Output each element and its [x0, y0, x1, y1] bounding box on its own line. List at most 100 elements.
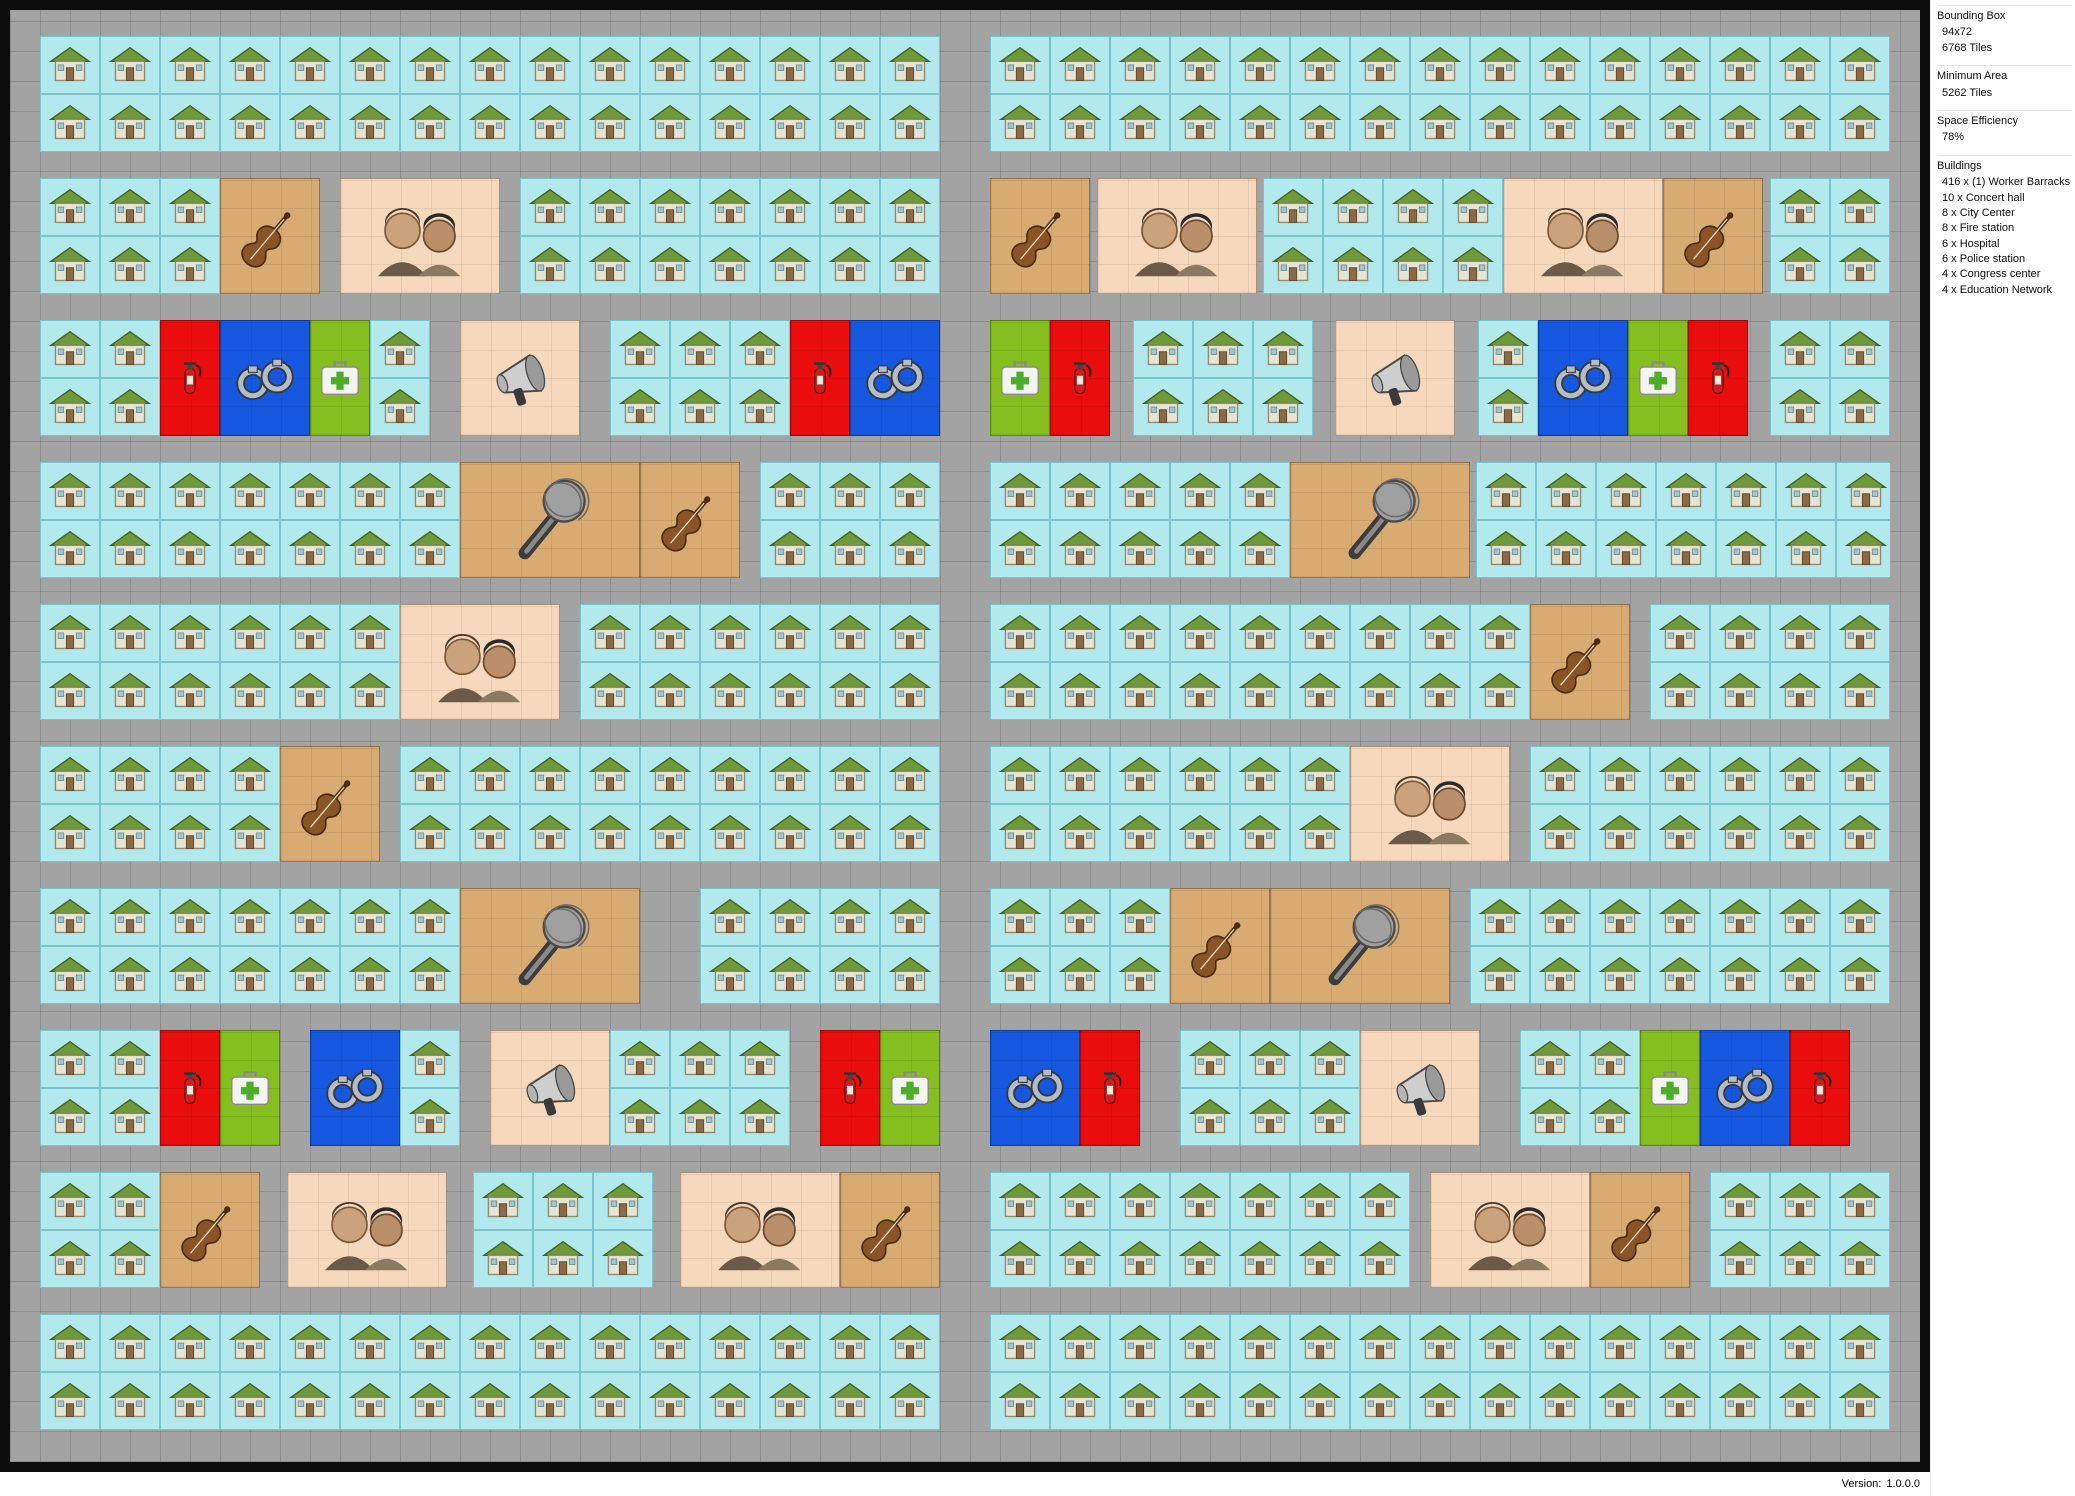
worker-barracks-tile[interactable]: [1596, 520, 1656, 578]
worker-barracks-tile[interactable]: [1590, 746, 1650, 804]
worker-barracks-tile[interactable]: [1470, 946, 1530, 1004]
worker-barracks-tile[interactable]: [1110, 1230, 1170, 1288]
worker-barracks-tile[interactable]: [100, 888, 160, 946]
worker-barracks-tile[interactable]: [1110, 1172, 1170, 1230]
worker-barracks-tile[interactable]: [640, 804, 700, 862]
worker-barracks-tile[interactable]: [100, 1172, 160, 1230]
worker-barracks-tile[interactable]: [1050, 1314, 1110, 1372]
worker-barracks-tile[interactable]: [460, 804, 520, 862]
concert-hall-building[interactable]: [1590, 1172, 1690, 1288]
worker-barracks-tile[interactable]: [1650, 746, 1710, 804]
worker-barracks-tile[interactable]: [640, 746, 700, 804]
police-station-building[interactable]: [850, 320, 940, 436]
worker-barracks-tile[interactable]: [1650, 946, 1710, 1004]
worker-barracks-tile[interactable]: [1830, 604, 1890, 662]
worker-barracks-tile[interactable]: [1770, 178, 1831, 236]
worker-barracks-tile[interactable]: [1716, 520, 1776, 578]
worker-barracks-tile[interactable]: [1710, 1230, 1770, 1288]
concert-hall-building[interactable]: [840, 1172, 940, 1288]
worker-barracks-tile[interactable]: [990, 662, 1050, 720]
worker-barracks-tile[interactable]: [730, 320, 790, 378]
worker-barracks-tile[interactable]: [370, 320, 430, 378]
worker-barracks-tile[interactable]: [1710, 36, 1770, 94]
worker-barracks-tile[interactable]: [1470, 1372, 1530, 1430]
worker-barracks-tile[interactable]: [1830, 946, 1890, 1004]
worker-barracks-tile[interactable]: [880, 36, 940, 94]
worker-barracks-tile[interactable]: [1170, 36, 1230, 94]
worker-barracks-tile[interactable]: [40, 1230, 100, 1288]
worker-barracks-tile[interactable]: [1300, 1030, 1360, 1088]
worker-barracks-tile[interactable]: [100, 746, 160, 804]
worker-barracks-tile[interactable]: [820, 236, 880, 294]
worker-barracks-tile[interactable]: [1770, 662, 1830, 720]
concert-hall-building[interactable]: [640, 462, 740, 578]
fire-station-building[interactable]: [160, 1030, 220, 1146]
worker-barracks-tile[interactable]: [1650, 662, 1710, 720]
worker-barracks-tile[interactable]: [220, 520, 280, 578]
worker-barracks-tile[interactable]: [460, 1372, 520, 1430]
worker-barracks-tile[interactable]: [1536, 462, 1596, 520]
worker-barracks-tile[interactable]: [760, 1372, 820, 1430]
worker-barracks-tile[interactable]: [100, 604, 160, 662]
worker-barracks-tile[interactable]: [1110, 36, 1170, 94]
worker-barracks-tile[interactable]: [100, 320, 160, 378]
worker-barracks-tile[interactable]: [580, 604, 640, 662]
worker-barracks-tile[interactable]: [1170, 804, 1230, 862]
worker-barracks-tile[interactable]: [100, 1314, 160, 1372]
worker-barracks-tile[interactable]: [1170, 1372, 1230, 1430]
worker-barracks-tile[interactable]: [1770, 378, 1830, 436]
worker-barracks-tile[interactable]: [1170, 1172, 1230, 1230]
worker-barracks-tile[interactable]: [1410, 662, 1470, 720]
worker-barracks-tile[interactable]: [1830, 236, 1890, 294]
worker-barracks-tile[interactable]: [100, 520, 160, 578]
worker-barracks-tile[interactable]: [1710, 1314, 1770, 1372]
worker-barracks-tile[interactable]: [1710, 604, 1770, 662]
worker-barracks-tile[interactable]: [100, 178, 160, 236]
worker-barracks-tile[interactable]: [1300, 1088, 1360, 1146]
worker-barracks-tile[interactable]: [40, 662, 100, 720]
worker-barracks-tile[interactable]: [990, 604, 1050, 662]
worker-barracks-tile[interactable]: [990, 946, 1050, 1004]
worker-barracks-tile[interactable]: [700, 804, 760, 862]
concert-hall-building[interactable]: [1530, 604, 1630, 720]
worker-barracks-tile[interactable]: [1110, 604, 1170, 662]
worker-barracks-tile[interactable]: [1410, 94, 1470, 152]
worker-barracks-tile[interactable]: [1230, 1314, 1290, 1372]
worker-barracks-tile[interactable]: [990, 804, 1050, 862]
worker-barracks-tile[interactable]: [1350, 662, 1410, 720]
worker-barracks-tile[interactable]: [990, 746, 1050, 804]
worker-barracks-tile[interactable]: [160, 888, 220, 946]
worker-barracks-tile[interactable]: [160, 1314, 220, 1372]
congress-center-building[interactable]: [1335, 320, 1455, 436]
worker-barracks-tile[interactable]: [1110, 662, 1170, 720]
congress-center-building[interactable]: [460, 320, 580, 436]
worker-barracks-tile[interactable]: [1830, 1314, 1890, 1372]
worker-barracks-tile[interactable]: [1443, 178, 1504, 236]
worker-barracks-tile[interactable]: [640, 94, 700, 152]
worker-barracks-tile[interactable]: [820, 946, 880, 1004]
worker-barracks-tile[interactable]: [1110, 746, 1170, 804]
worker-barracks-tile[interactable]: [160, 520, 220, 578]
worker-barracks-tile[interactable]: [280, 1314, 340, 1372]
worker-barracks-tile[interactable]: [520, 1314, 580, 1372]
city-center-building[interactable]: [1503, 178, 1664, 294]
worker-barracks-tile[interactable]: [1470, 662, 1530, 720]
worker-barracks-tile[interactable]: [1470, 94, 1530, 152]
worker-barracks-tile[interactable]: [1110, 94, 1170, 152]
worker-barracks-tile[interactable]: [220, 94, 280, 152]
worker-barracks-tile[interactable]: [100, 462, 160, 520]
worker-barracks-tile[interactable]: [880, 520, 940, 578]
worker-barracks-tile[interactable]: [100, 1230, 160, 1288]
worker-barracks-tile[interactable]: [1656, 462, 1716, 520]
worker-barracks-tile[interactable]: [1530, 888, 1590, 946]
concert-hall-building[interactable]: [160, 1172, 260, 1288]
worker-barracks-tile[interactable]: [1477, 320, 1538, 378]
worker-barracks-tile[interactable]: [880, 746, 940, 804]
worker-barracks-tile[interactable]: [1383, 178, 1444, 236]
worker-barracks-tile[interactable]: [1350, 604, 1410, 662]
worker-barracks-tile[interactable]: [1836, 462, 1890, 520]
worker-barracks-tile[interactable]: [1770, 1230, 1830, 1288]
worker-barracks-tile[interactable]: [820, 178, 880, 236]
worker-barracks-tile[interactable]: [40, 1372, 100, 1430]
worker-barracks-tile[interactable]: [1770, 320, 1830, 378]
